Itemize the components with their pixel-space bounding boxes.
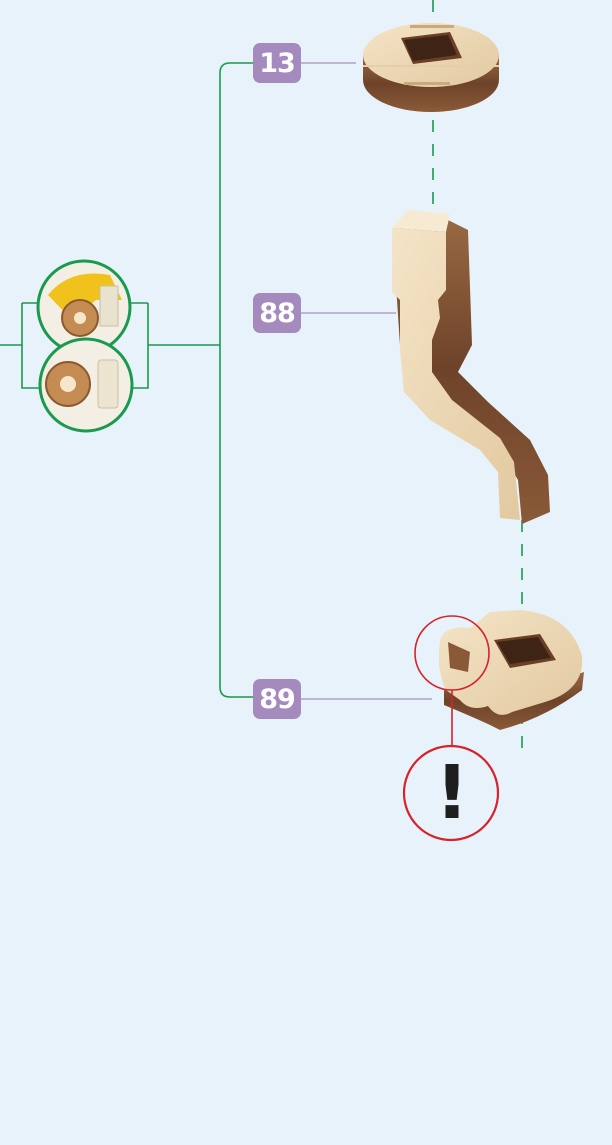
reference-image-bottom: [40, 339, 132, 431]
part-number-badge-89: 89: [253, 679, 301, 719]
part-number-badge-88: 88: [253, 293, 301, 333]
warning-exclamation-icon: !: [424, 748, 480, 838]
part-89-illustration: [439, 610, 584, 730]
part-13-illustration: [363, 23, 499, 112]
part-number-badge-13: 13: [253, 43, 301, 83]
part-88-illustration: [392, 210, 550, 524]
